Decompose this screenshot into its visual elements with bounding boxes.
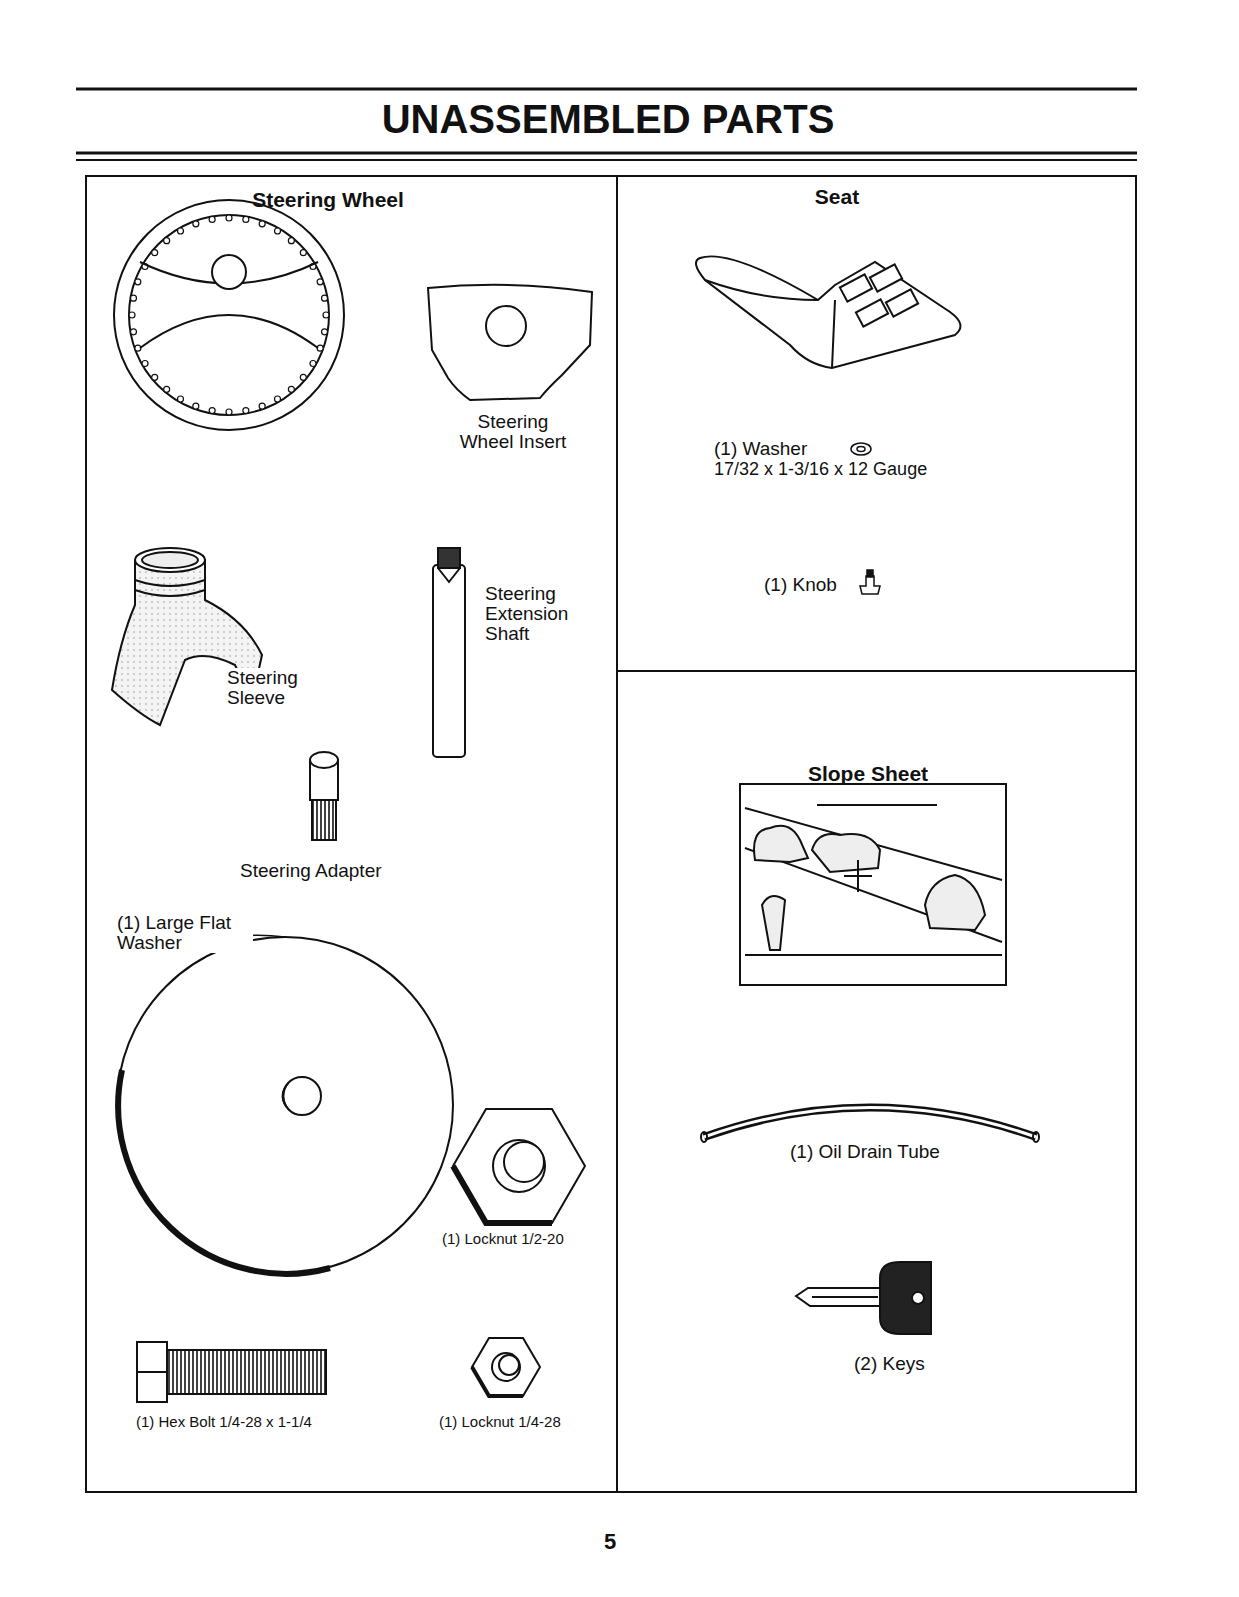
parts-panel: Steering Wheel xyxy=(85,175,618,1493)
page-number: 5 xyxy=(603,1530,617,1553)
steering-wheel xyxy=(114,200,344,430)
locknut-small xyxy=(472,1338,540,1396)
part-label: Steering Wheel Insert xyxy=(450,412,576,452)
part-label: Steering Sleeve xyxy=(226,668,313,708)
slope-sheet xyxy=(740,784,1006,985)
oil-drain-tube xyxy=(701,1108,1039,1143)
key xyxy=(796,1262,931,1334)
part-label: (1) Knob xyxy=(763,575,838,595)
rule xyxy=(76,152,1137,155)
panel-heading: Seat xyxy=(815,185,859,208)
wheel-insert xyxy=(428,285,592,400)
large-flat-washer xyxy=(117,935,453,1274)
part-label: (1) Hex Bolt 1/4-28 x 1-1/4 xyxy=(135,1414,313,1430)
page-title: UNASSEMBLED PARTS xyxy=(382,97,835,141)
seat xyxy=(696,256,960,368)
part-label: (1) Large Flat Washer xyxy=(116,913,253,953)
part-label: (1) Washer xyxy=(713,439,808,459)
hex-bolt xyxy=(137,1342,326,1402)
panel-heading: Steering Wheel xyxy=(252,188,404,211)
washer-icon xyxy=(851,443,871,455)
part-label: Steering Extension Shaft xyxy=(484,584,586,644)
panel-heading: Slope Sheet xyxy=(808,762,928,785)
rule xyxy=(76,159,1137,161)
part-label: 17/32 x 1-3/16 x 12 Gauge xyxy=(713,460,928,479)
extension-shaft xyxy=(433,548,465,757)
part-label: (2) Keys xyxy=(853,1354,926,1374)
parts-panel: Seat xyxy=(616,175,1137,672)
part-label: (1) Locknut 1/2-20 xyxy=(441,1231,565,1247)
steering-adapter xyxy=(310,752,338,840)
locknut-large xyxy=(453,1109,585,1223)
part-label: (1) Oil Drain Tube xyxy=(789,1142,941,1162)
part-label: (1) Locknut 1/4-28 xyxy=(438,1414,562,1430)
rule xyxy=(76,88,1137,91)
part-label: Steering Adapter xyxy=(239,861,383,881)
knob-icon xyxy=(860,570,880,594)
